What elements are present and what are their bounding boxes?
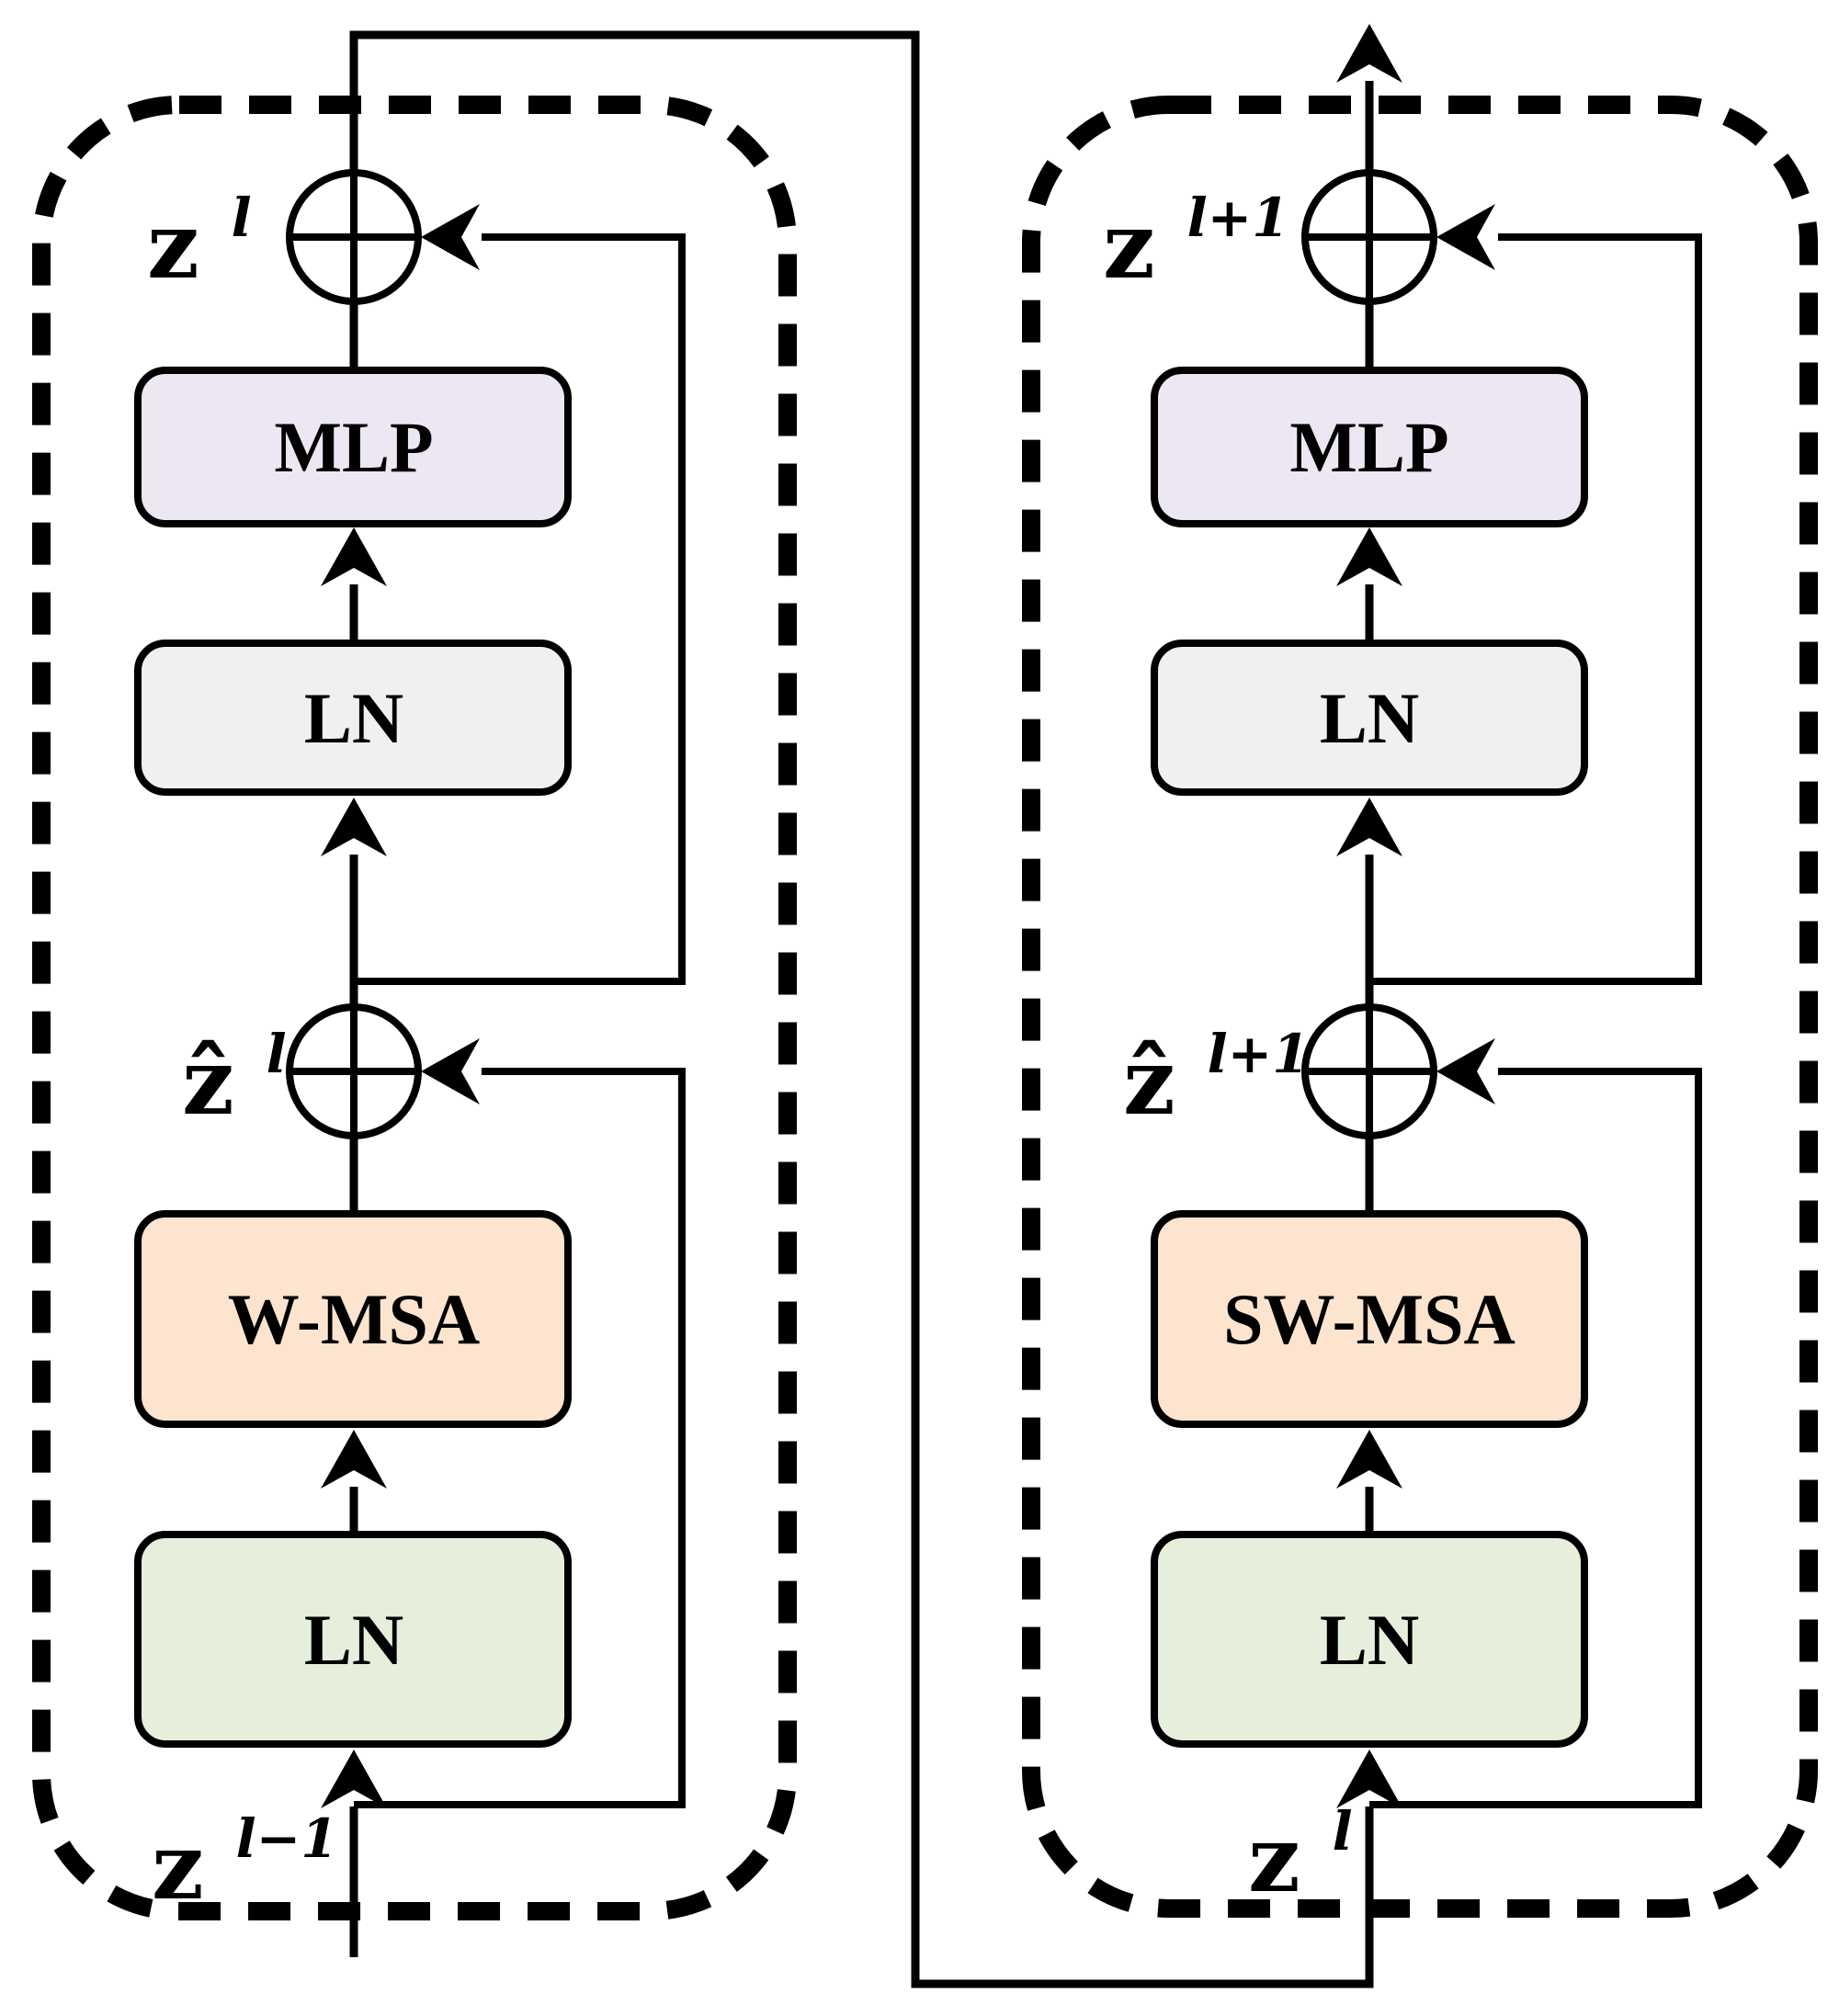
left-mlp-box: MLP [134,367,572,527]
arrowhead [321,1750,387,1808]
input-label-base: z [1248,1805,1300,1913]
left-ln-bottom-box: LN [134,1531,572,1748]
arrowhead [1336,24,1402,83]
layernorm-box [1151,640,1588,796]
right-add-circle-2 [1301,169,1437,305]
input-label-sup: l [1333,1800,1353,1863]
sw-msa-box [1151,1210,1588,1428]
mlp-box [134,367,572,527]
left-ln-top-box: LN [134,640,572,796]
left-hidden-label: ẑ l [182,1023,287,1136]
layernorm-box [134,1531,572,1748]
layernorm-box [134,640,572,796]
left-skip-connection-msa [354,1068,686,1808]
left-skip-connection-mlp [354,233,686,985]
left-add-circle-1 [286,1003,422,1139]
left-wmsa-box: W-MSA [134,1210,572,1428]
arrowhead [1336,1430,1402,1489]
right-hidden-label: ẑ l+1 [1123,1023,1310,1136]
arrowhead [1436,1038,1495,1104]
right-mlp-box: MLP [1151,367,1588,527]
arrowhead [1436,204,1495,270]
right-input-label: z l [1248,1800,1353,1913]
layernorm-box-label: LN [1320,678,1419,758]
right-swmsa-box: SW-MSA [1151,1210,1588,1428]
w-msa-box-label: W-MSA [228,1279,480,1359]
layernorm-box-label: LN [304,1600,403,1680]
arrowhead [321,527,387,586]
output-label-sup: l [232,187,252,249]
output-label-base: z [1103,191,1155,300]
arrowhead [321,1430,387,1489]
right-skip-connection-mlp [1369,233,1702,985]
dashed-block-border-right [1022,96,1818,1918]
left-input-label: z l−1 [152,1807,338,1920]
input-label-sup: l−1 [236,1807,338,1870]
output-label-sup: l+1 [1187,187,1289,249]
arrowhead [321,798,387,856]
arrowhead [421,204,480,270]
w-msa-box [134,1210,572,1428]
right-output-label: z l+1 [1103,187,1289,300]
right-skip-connection-msa [1369,1068,1702,1808]
input-label-base: z [152,1812,204,1920]
right-ln-bottom-box: LN [1151,1531,1588,1748]
mlp-box-label: MLP [274,407,433,487]
right-add-circle-1 [1301,1003,1437,1139]
inter-block-flow-line [349,30,1374,1988]
hidden-label-base: ẑ [1123,1027,1175,1136]
left-add-circle-2 [286,169,422,305]
left-output-label: z l [147,187,252,300]
layernorm-box-label: LN [304,678,403,758]
hidden-label-base: ẑ [182,1027,234,1136]
layernorm-box-label: LN [1320,1600,1419,1680]
hidden-label-sup: l+1 [1208,1023,1310,1085]
right-ln-top-box: LN [1151,640,1588,796]
output-label-base: z [147,191,199,300]
arrowhead [1336,798,1402,856]
hidden-label-sup: l [267,1023,287,1085]
arrowhead [421,1038,480,1104]
sw-msa-box-label: SW-MSA [1223,1279,1515,1359]
mlp-box [1151,367,1588,527]
mlp-box-label: MLP [1289,407,1448,487]
arrowhead [1336,527,1402,586]
layernorm-box [1151,1531,1588,1748]
dashed-block-border-left [32,96,797,1920]
